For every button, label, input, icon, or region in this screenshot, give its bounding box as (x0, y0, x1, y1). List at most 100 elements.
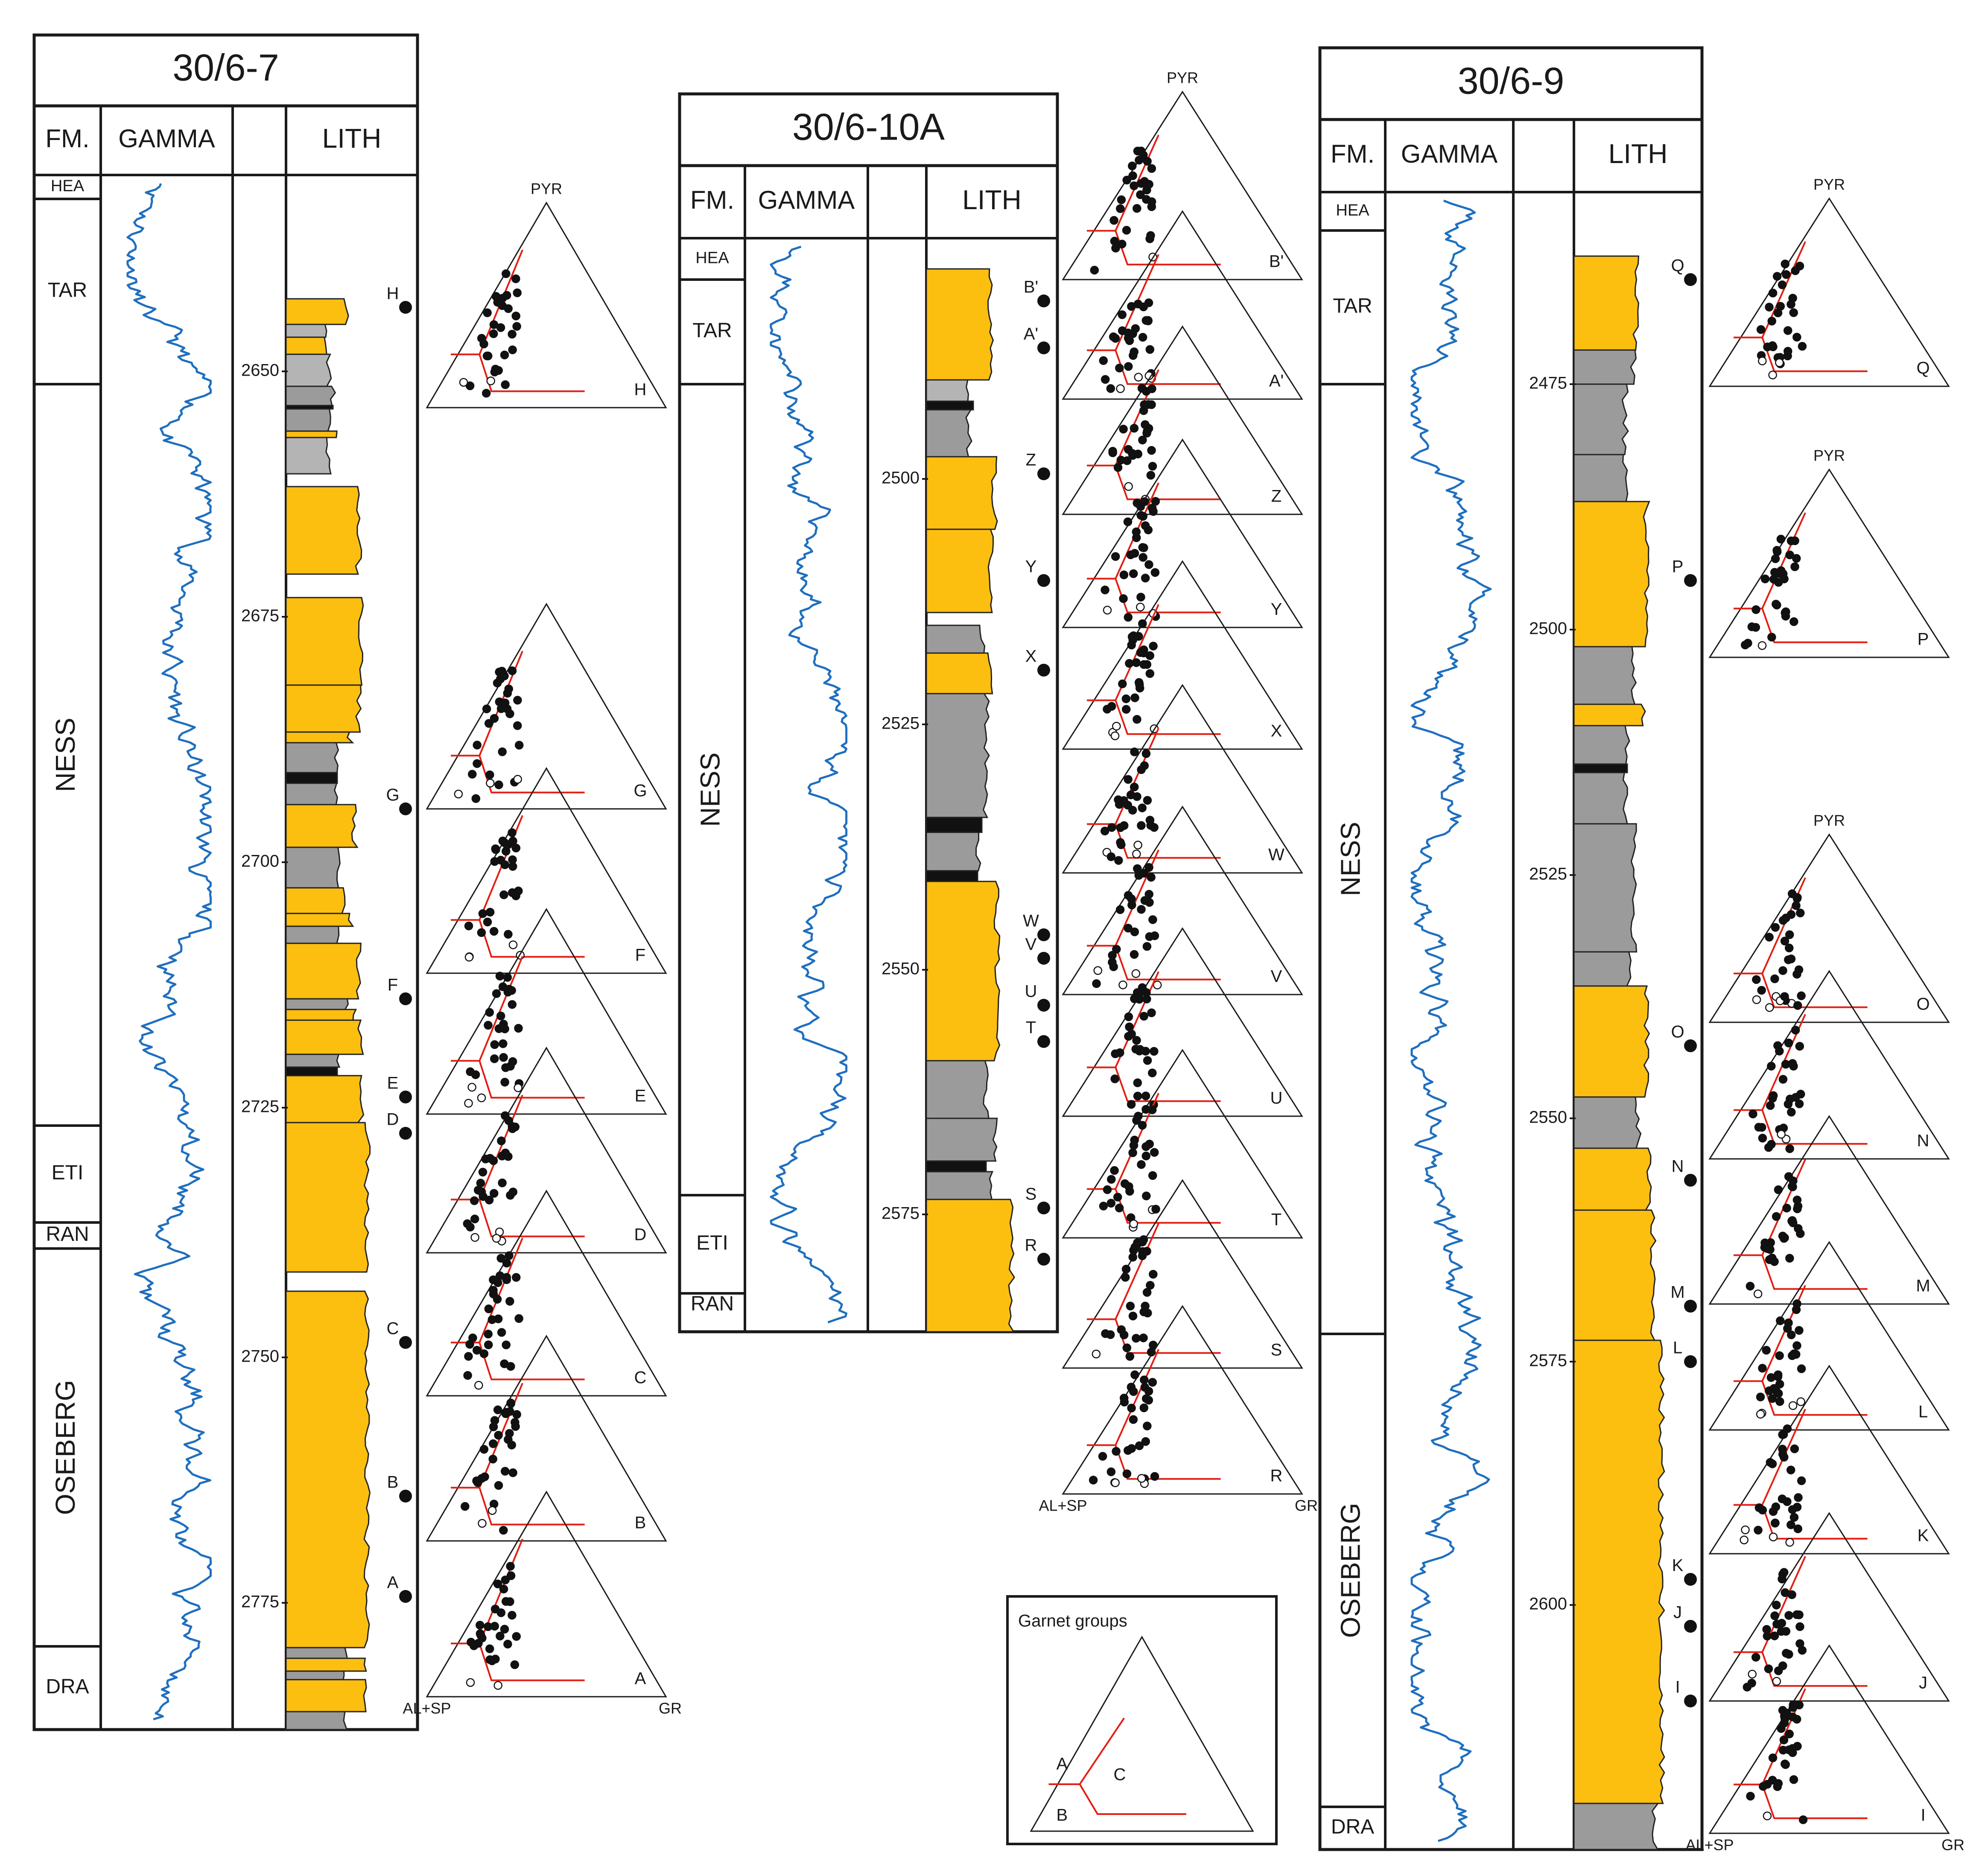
garnet-point-filled (1112, 1447, 1121, 1456)
garnet-point-filled (1130, 181, 1139, 190)
garnet-point-filled (1140, 896, 1150, 905)
ternary-T: T (1062, 1049, 1303, 1239)
garnet-point-filled (1142, 1191, 1151, 1201)
garnet-point-filled (1141, 1091, 1150, 1100)
lithology-bed-sand (285, 942, 362, 1000)
lithology-bed-shalel (285, 353, 332, 387)
lithology-bed-coal (925, 870, 978, 882)
depth-label: 2500 (1529, 619, 1567, 638)
garnet-point-filled (1128, 161, 1137, 170)
garnet-point-filled (1106, 384, 1115, 393)
ternary-N: N (1708, 970, 1950, 1160)
garnet-point-filled (1150, 931, 1159, 940)
group-boundary-b (479, 755, 585, 794)
garnet-point-filled (1150, 1148, 1159, 1157)
garnet-point-open (1772, 1677, 1781, 1686)
garnet-point-open (1740, 1535, 1749, 1544)
garnet-point-filled (1794, 1493, 1803, 1502)
garnet-point-filled (1118, 679, 1127, 689)
garnet-point-filled (1124, 328, 1133, 338)
ternary-triangle (426, 201, 667, 408)
garnet-point-filled (1150, 1047, 1159, 1056)
garnet-point-filled (1115, 800, 1124, 809)
apex-gr: GR (659, 1700, 682, 1717)
garnet-point-filled (1779, 1234, 1789, 1243)
garnet-point-filled (1122, 226, 1131, 235)
apex-pyr: PYR (531, 180, 562, 198)
garnet-point-filled (1133, 988, 1142, 997)
garnet-point-filled (1106, 852, 1116, 861)
garnet-point-filled (1130, 423, 1139, 433)
garnet-point-filled (1770, 1519, 1780, 1528)
garnet-point-open (467, 1082, 476, 1092)
garnet-point-filled (1782, 1203, 1791, 1213)
garnet-point-filled (1133, 715, 1141, 724)
garnet-point-filled (1135, 683, 1144, 693)
garnet-point-filled (1776, 534, 1786, 544)
lithology-bed-sand (285, 336, 327, 355)
garnet-point-filled (480, 1472, 489, 1482)
garnet-point-filled (1785, 1144, 1794, 1153)
garnet-point-filled (1790, 1444, 1799, 1453)
garnet-point-filled (1133, 299, 1143, 309)
garnet-point-filled (1149, 507, 1158, 516)
garnet-point-filled (496, 704, 506, 713)
garnet-point-filled (1140, 1383, 1150, 1392)
sample-label-Q: Q (1671, 257, 1684, 275)
fm-header: FM. (1331, 140, 1375, 168)
garnet-point-filled (467, 1637, 476, 1647)
garnet-point-filled (1743, 639, 1752, 648)
garnet-point-open (478, 1519, 487, 1528)
garnet-point-filled (1789, 1700, 1798, 1710)
garnet-point-filled (1107, 1175, 1116, 1184)
garnet-point-filled (484, 1330, 493, 1339)
ternary-Y: Y (1062, 438, 1303, 628)
garnet-point-filled (488, 1455, 497, 1464)
garnet-point-filled (499, 1584, 508, 1594)
ternary-A': A' (1062, 210, 1303, 400)
garnet-point-filled (1785, 1730, 1794, 1739)
garnet-point-filled (1787, 1330, 1796, 1339)
garnet-point-filled (1771, 554, 1780, 563)
lithology-bed-sand (285, 1290, 371, 1648)
garnet-point-filled (1113, 1193, 1122, 1202)
garnet-point-filled (1141, 1142, 1150, 1151)
garnet-point-filled (1778, 1075, 1788, 1084)
ternary-label-O: O (1916, 995, 1930, 1014)
garnet-point-filled (1119, 425, 1128, 434)
lithology-bed-sand (1573, 703, 1646, 726)
garnet-point-filled (1136, 511, 1146, 520)
garnet-point-filled (492, 989, 501, 998)
sample-point-Q (1684, 273, 1697, 286)
garnet-point-filled (489, 927, 499, 936)
ternary-W: W (1062, 684, 1303, 874)
lithology-bed-shale (925, 1171, 994, 1200)
garnet-point-filled (1784, 1745, 1793, 1754)
garnet-point-filled (1770, 1611, 1779, 1620)
garnet-point-filled (1781, 260, 1790, 268)
garnet-point-filled (1121, 705, 1131, 714)
lithology-bed-shale (285, 846, 341, 889)
garnet-point-filled (1133, 1091, 1142, 1101)
sample-label-V: V (1025, 935, 1037, 954)
garnet-point-filled (1133, 499, 1141, 508)
formation-label-hea: HEA (695, 249, 729, 267)
garnet-point-filled (485, 1008, 494, 1017)
lithology-bed-shale (1573, 383, 1629, 455)
garnet-point-filled (513, 288, 522, 298)
garnet-point-filled (1773, 1041, 1782, 1050)
garnet-point-open (486, 779, 495, 788)
garnet-point-filled (508, 330, 517, 339)
garnet-point-filled (464, 922, 473, 931)
garnet-point-filled (1122, 1469, 1132, 1479)
garnet-point-filled (1791, 1350, 1801, 1359)
garnet-point-filled (1126, 1301, 1135, 1310)
garnet-point-filled (1145, 234, 1154, 243)
formation-label-ran: RAN (691, 1292, 734, 1315)
sample-point-I (1684, 1695, 1697, 1707)
garnet-point-filled (1111, 552, 1120, 561)
garnet-point-filled (1101, 585, 1109, 595)
garnet-point-filled (1139, 553, 1147, 562)
